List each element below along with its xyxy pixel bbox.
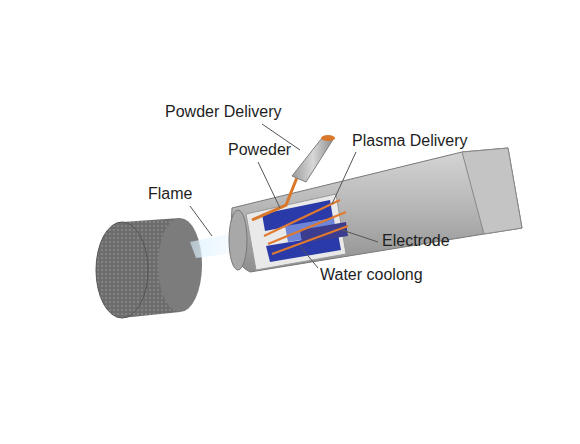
- part-label: Poweder: [228, 141, 291, 159]
- part-label: Plasma Delivery: [352, 132, 468, 150]
- part-label: Powder Delivery: [165, 103, 281, 121]
- part-label: Flame: [148, 185, 192, 203]
- part-label: Water coolong: [320, 266, 423, 284]
- part-label: Electrode: [382, 232, 450, 250]
